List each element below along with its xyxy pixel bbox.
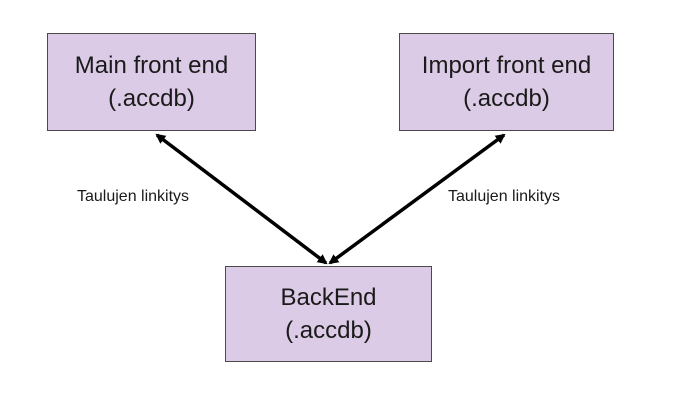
node-import-front-end: Import front end (.accdb): [399, 33, 614, 131]
node-import-title: Import front end: [421, 52, 592, 79]
node-import-subtitle: (.accdb): [463, 85, 550, 112]
edge-label-left: Taulujen linkitys: [77, 188, 190, 205]
node-main-front-end: Main front end (.accdb): [47, 33, 256, 131]
node-backend: BackEnd (.accdb): [225, 266, 432, 362]
edge-label-right: Taulujen linkitys: [448, 188, 561, 205]
node-backend-subtitle: (.accdb): [285, 317, 372, 344]
node-main-subtitle: (.accdb): [108, 85, 195, 112]
node-backend-title: BackEnd: [280, 284, 377, 311]
node-main-title: Main front end: [74, 52, 229, 79]
